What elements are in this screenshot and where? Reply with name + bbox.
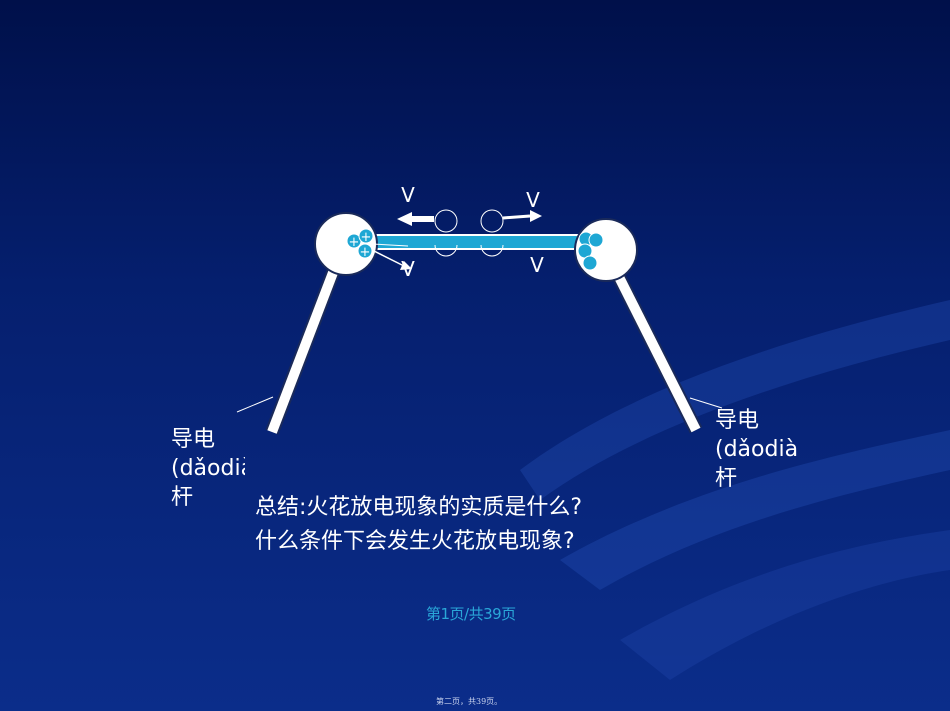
page-indicator: 第1页/共39页 <box>426 605 516 623</box>
right-leader-line <box>689 397 723 409</box>
rod-label-line: (dǎodià <box>715 437 799 462</box>
right-rod-fill <box>613 272 701 433</box>
velocity-arrows <box>371 210 542 270</box>
rod-label-line: 导电 <box>715 408 760 433</box>
rod-label-line: 杆 <box>715 466 738 491</box>
left-ball-charges <box>346 228 374 259</box>
summary-question-2: 什么条件下会发生火花放电现象? <box>255 529 575 554</box>
velocity-label: V <box>401 183 415 207</box>
ion-circles <box>434 209 504 257</box>
charge-sign: + <box>349 235 360 250</box>
rod-label-line: 杆 <box>171 485 194 510</box>
left-rod-fill <box>267 268 339 434</box>
footer-note: 第二页，共39页。 <box>436 697 503 706</box>
spark-channel <box>371 234 583 250</box>
right-ball-charges <box>577 231 604 271</box>
velocity-label: V <box>401 257 415 281</box>
charge-sign: + <box>360 245 371 260</box>
charge-sign: + <box>361 230 372 245</box>
velocity-label: V <box>526 188 540 212</box>
left-rod-label: 导电 (dǎodià 杆 <box>171 425 245 512</box>
right-rod-label: 导电 (dǎodià 杆 <box>715 406 805 493</box>
rod-label-line: 导电 <box>171 427 216 452</box>
summary-question-1: 总结:火花放电现象的实质是什么? <box>255 495 583 520</box>
rod-label-line: (dǎodià <box>171 456 245 481</box>
velocity-label: V <box>530 253 544 277</box>
left-leader-line <box>236 396 274 413</box>
